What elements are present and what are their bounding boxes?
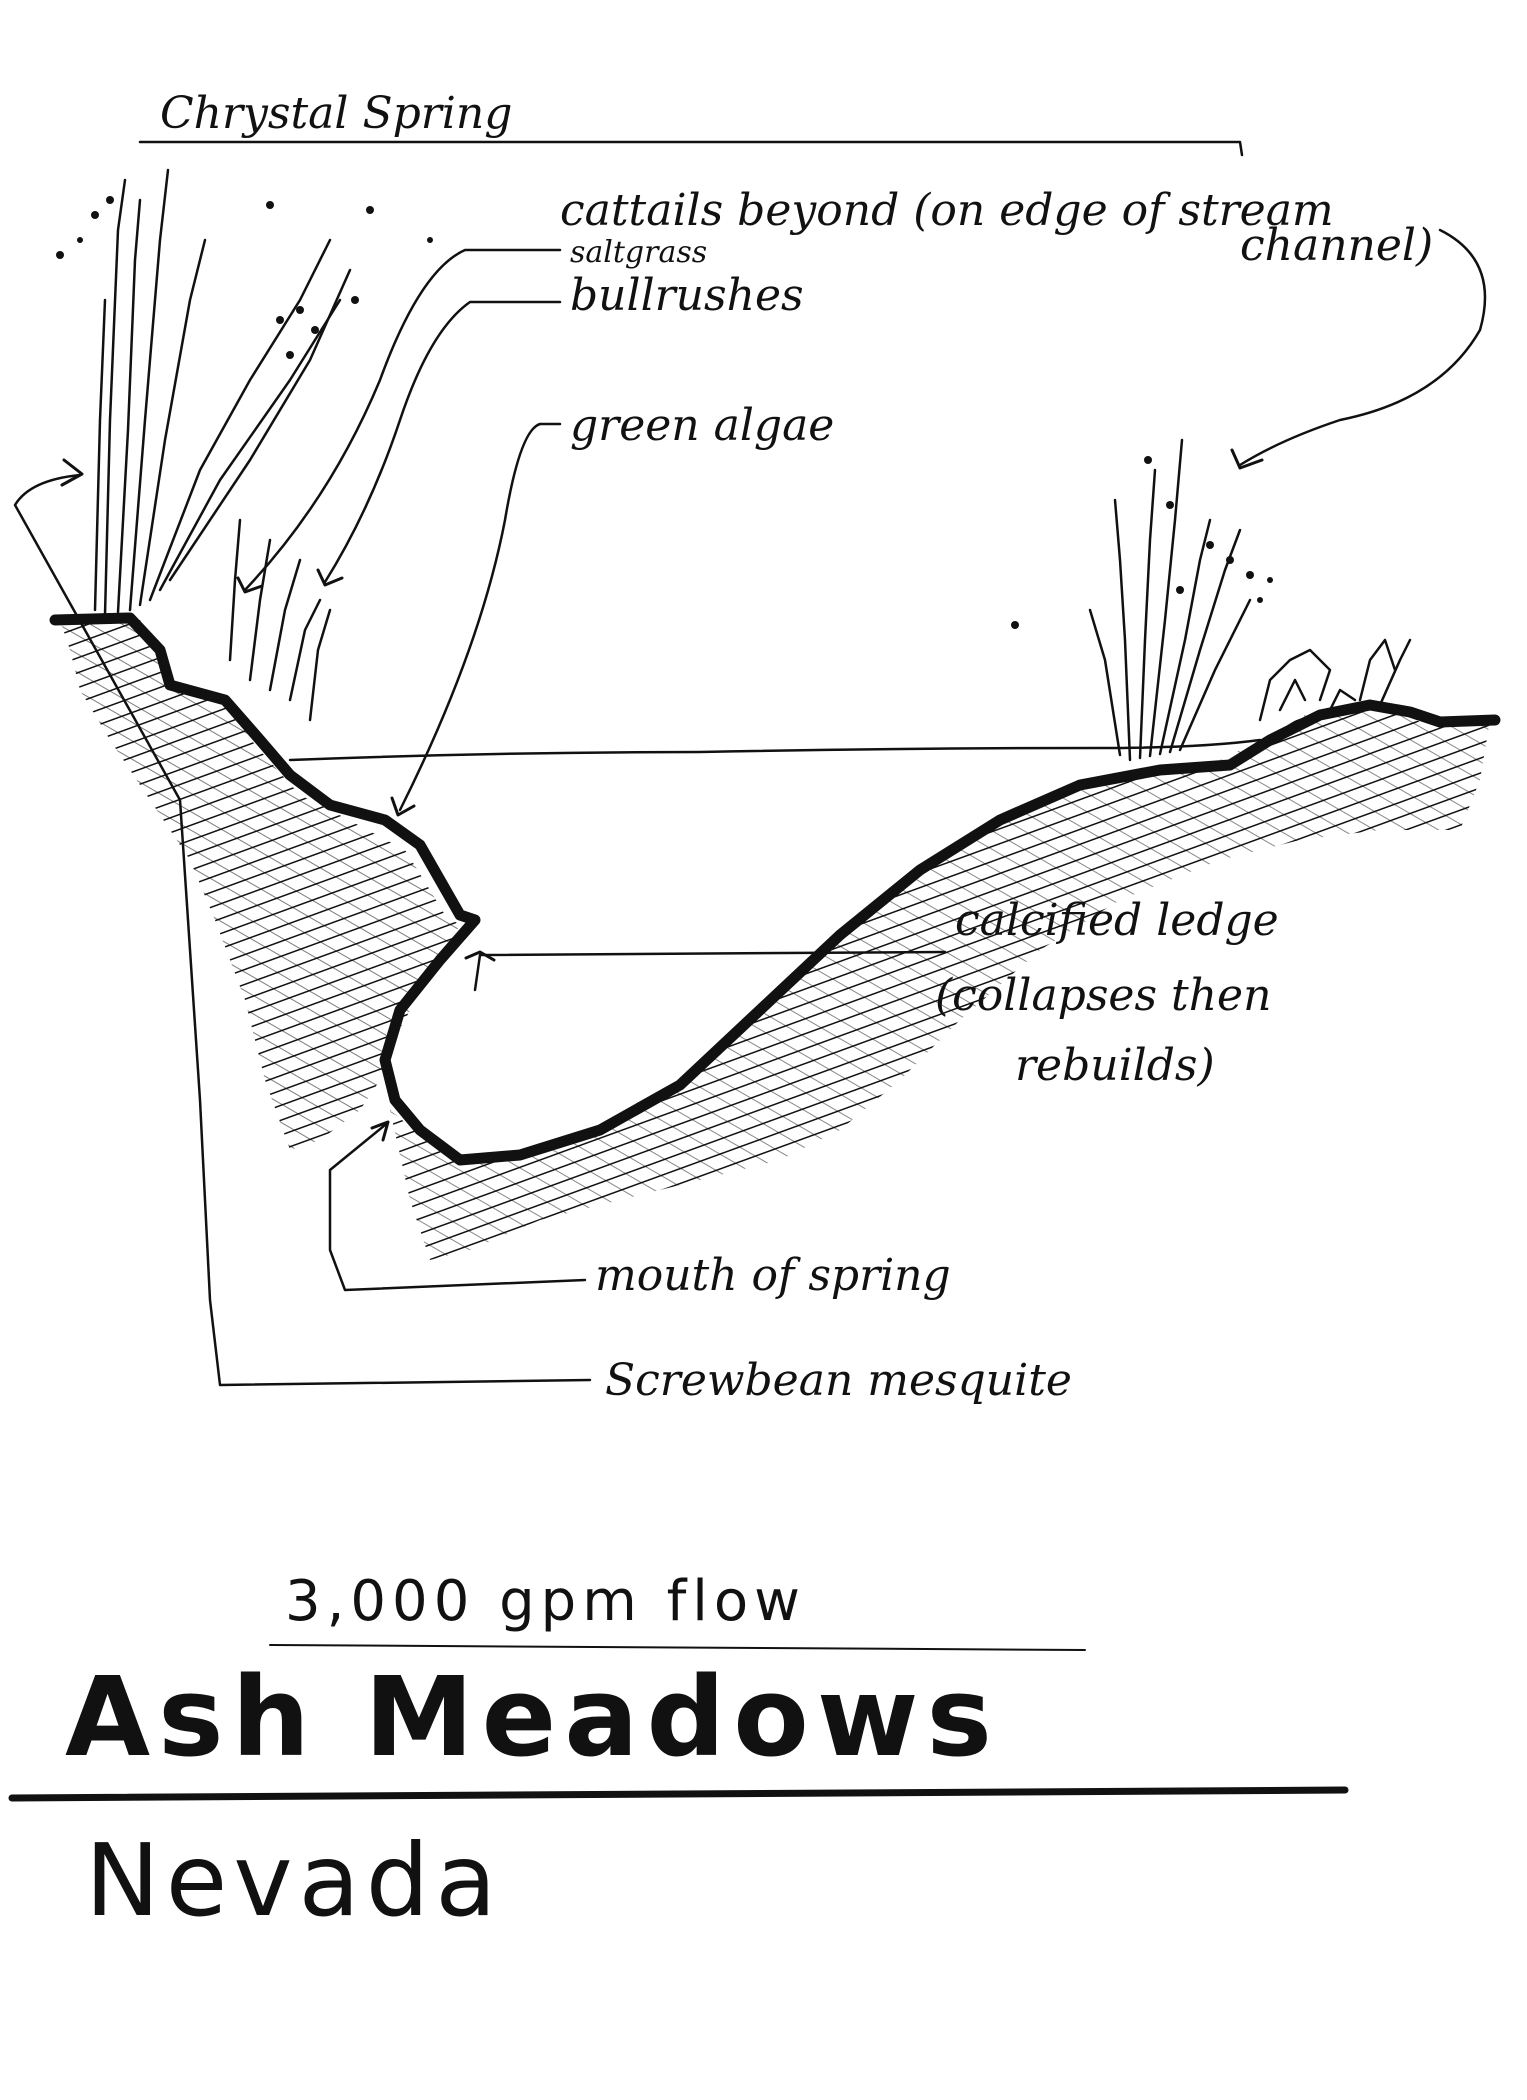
spring-name-bracket xyxy=(140,142,1242,155)
flow-underline xyxy=(270,1645,1085,1650)
cattails-arrowhead xyxy=(1232,450,1262,468)
flow-label: 3,000 gpm flow xyxy=(285,1569,806,1634)
title-divider-line xyxy=(12,1790,1345,1798)
state-title: Nevada xyxy=(85,1822,503,1939)
place-title: Ash Meadows xyxy=(65,1653,1000,1781)
calcified-ledge-label-line2: (collapses then xyxy=(935,970,1271,1021)
right-reed-seed-dots xyxy=(1011,456,1273,629)
spring-name-label: Chrystal Spring xyxy=(160,88,512,139)
green-algae-label: green algae xyxy=(570,400,834,451)
left-bank-hatching xyxy=(60,620,460,1150)
mouth-of-spring-label: mouth of spring xyxy=(595,1250,951,1301)
cattails-label: cattails beyond (on edge of stream xyxy=(560,185,1334,236)
mesquite-arrowhead xyxy=(62,460,82,485)
calcified-ledge-label-line3: rebuilds) xyxy=(1015,1040,1215,1091)
calcified-ledge-label-line1: calcified ledge xyxy=(955,895,1279,946)
water-surface-line xyxy=(290,740,1260,760)
saltgrass-label: saltgrass xyxy=(570,235,707,270)
channel-label: channel) xyxy=(1240,220,1433,271)
mesquite-label: Screwbean mesquite xyxy=(605,1355,1072,1406)
bulrushes-label: bullrushes xyxy=(570,270,804,321)
